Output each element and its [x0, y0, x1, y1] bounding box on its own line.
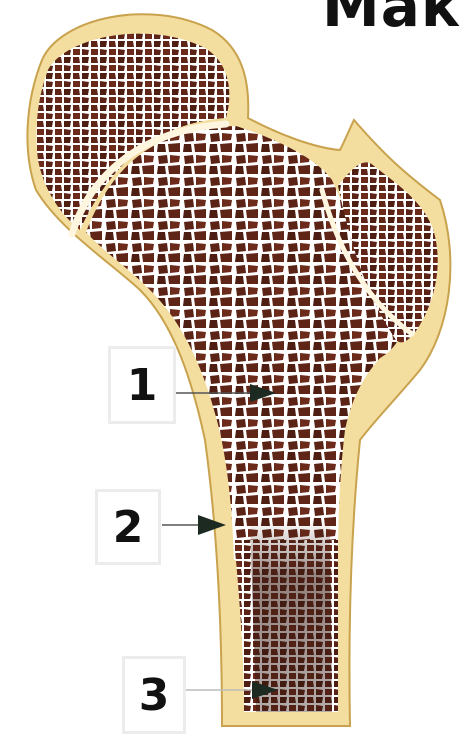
- label-1: 1: [108, 346, 176, 424]
- label-3: 3: [122, 656, 186, 734]
- medullary-cavity-shade: [250, 520, 332, 712]
- title-fragment: Мак: [322, 0, 461, 40]
- label-3-text: 3: [139, 670, 170, 721]
- label-2: 2: [95, 489, 161, 565]
- label-2-text: 2: [113, 502, 144, 553]
- label-1-text: 1: [127, 360, 158, 411]
